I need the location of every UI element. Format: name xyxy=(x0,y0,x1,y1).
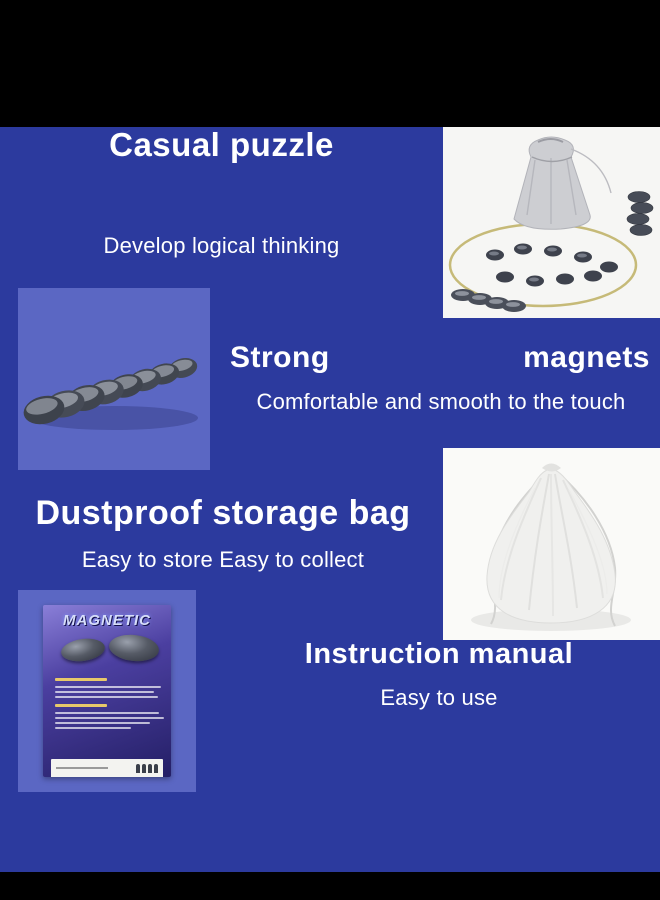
manual-text-line xyxy=(55,717,164,719)
strong-magnets-word-left: Strong xyxy=(230,341,330,374)
manual-card: MAGNETIC xyxy=(43,605,171,777)
manual-text-line xyxy=(55,696,159,698)
magnet-stones-photo xyxy=(18,288,210,470)
manual-text-heading xyxy=(55,678,107,681)
manual-brand-text: MAGNETIC xyxy=(63,612,151,629)
storage-bag-subtitle: Easy to store Easy to collect xyxy=(81,547,365,572)
storage-bag-photo xyxy=(443,448,660,640)
blue-background: Casual puzzle Develop logical thinking xyxy=(0,126,660,872)
casual-puzzle-subtitle: Develop logical thinking xyxy=(103,233,340,258)
manual-footer-text-line xyxy=(56,767,108,769)
game-set-illustration xyxy=(443,127,660,318)
strong-magnets-word-right: magnets xyxy=(523,341,650,374)
instruction-manual-subtitle: Easy to use xyxy=(380,685,498,710)
manual-text-line xyxy=(55,686,162,688)
strong-magnets-subtitle: Comfortable and smooth to the touch xyxy=(256,389,626,414)
storage-bag-title: Dustproof storage bag xyxy=(35,494,411,532)
manual-text-line xyxy=(55,691,154,693)
manual-text-line xyxy=(55,712,160,714)
player-pawns-icon xyxy=(136,763,158,773)
storage-bag-illustration xyxy=(443,448,660,640)
manual-stone-icon xyxy=(59,636,107,664)
magnet-row-illustration xyxy=(18,288,210,470)
manual-footer-strip xyxy=(51,759,163,777)
casual-puzzle-title: Casual puzzle xyxy=(109,126,334,163)
game-set-photo xyxy=(443,127,660,318)
manual-stone-icon xyxy=(107,632,161,664)
strong-magnets-title: Strong magnets xyxy=(230,341,650,374)
instruction-manual-photo: MAGNETIC xyxy=(18,590,196,792)
manual-text-line xyxy=(55,722,151,724)
manual-stones-image xyxy=(53,632,161,667)
instruction-manual-title: Instruction manual xyxy=(304,638,574,670)
manual-text-heading xyxy=(55,704,107,707)
manual-text-line xyxy=(55,727,132,729)
